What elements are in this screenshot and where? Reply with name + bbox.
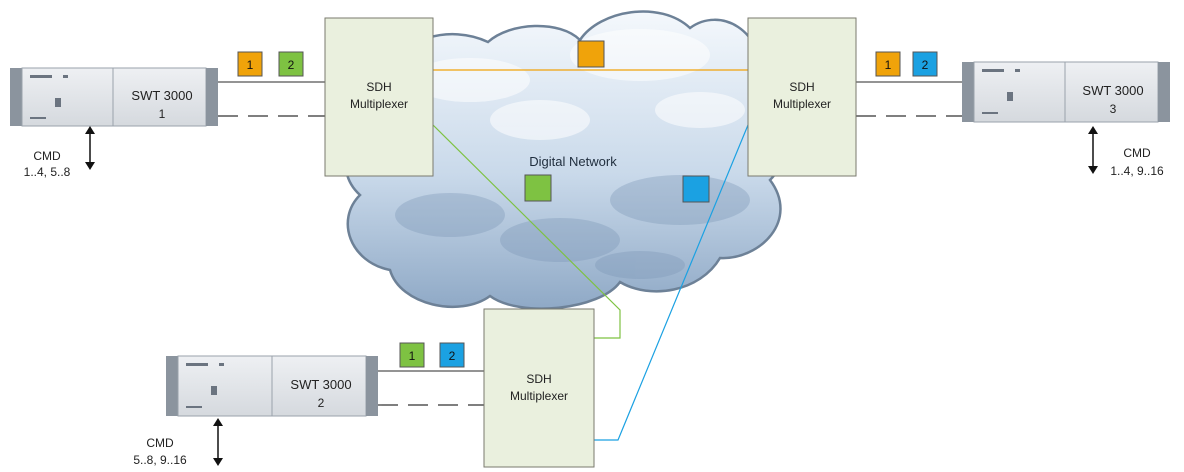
blue-link-line — [594, 124, 749, 441]
swt3000-device-3[interactable]: SWT 3000 3 — [962, 61, 1170, 123]
mux-3-label-line2: Multiplexer — [773, 97, 831, 111]
orange-channel-square — [577, 40, 605, 68]
channel-box-orange — [875, 51, 901, 77]
channel-box-blue — [439, 342, 465, 368]
swt1-name: SWT 3000 — [131, 88, 192, 103]
swt1-cmd-range: 1..4, 5..8 — [24, 165, 71, 179]
channel-box-green — [399, 342, 425, 368]
swt2-channel-boxes: 1 2 — [399, 342, 465, 368]
swt1-cmd-arrow — [85, 126, 95, 170]
digital-network-cloud: Digital Network — [344, 10, 790, 310]
swt2-cmd-arrow — [213, 418, 223, 466]
swt3-number: 3 — [1110, 102, 1117, 116]
green-link-line — [432, 124, 621, 339]
sdh-multiplexer-1[interactable]: SDH Multiplexer — [324, 17, 434, 177]
swt3-channel-boxes: 1 2 — [875, 51, 938, 77]
channel-box-orange — [237, 51, 263, 77]
channel-box-blue — [912, 51, 938, 77]
swt2-cmd-label: CMD — [146, 436, 174, 450]
swt2-number: 2 — [318, 396, 325, 410]
mux-3-label-line1: SDH — [789, 80, 814, 94]
swt3000-device-1[interactable]: SWT 3000 1 — [10, 67, 218, 127]
mux-2-label-line2: Multiplexer — [510, 389, 568, 403]
mux-1-label-line1: SDH — [366, 80, 391, 94]
mux-1-label-line2: Multiplexer — [350, 97, 408, 111]
channel-box-label: 2 — [288, 58, 295, 72]
swt3-cmd-label: CMD — [1123, 146, 1151, 160]
swt1-number: 1 — [159, 107, 166, 121]
swt2-name: SWT 3000 — [290, 377, 351, 392]
connection-lines — [432, 69, 749, 441]
sdh-multiplexer-3[interactable]: SDH Multiplexer — [747, 17, 857, 177]
swt3-cmd-arrow — [1088, 126, 1098, 174]
channel-box-green — [278, 51, 304, 77]
green-channel-square — [524, 174, 552, 202]
sdh-multiplexer-2[interactable]: SDH Multiplexer — [483, 308, 595, 468]
channel-box-label: 2 — [922, 58, 929, 72]
mux-2-label-line1: SDH — [526, 372, 551, 386]
channel-box-label: 2 — [449, 349, 456, 363]
swt3000-device-2[interactable]: SWT 3000 2 — [166, 355, 378, 417]
swt1-cmd-label: CMD — [33, 149, 61, 163]
channel-box-label: 1 — [247, 58, 254, 72]
swt3-cmd-range: 1..4, 9..16 — [1110, 164, 1164, 178]
cloud-label: Digital Network — [529, 154, 617, 169]
swt3-name: SWT 3000 — [1082, 83, 1143, 98]
swt1-channel-boxes: 1 2 — [237, 51, 304, 77]
channel-box-label: 1 — [885, 58, 892, 72]
swt2-cmd-range: 5..8, 9..16 — [133, 453, 187, 467]
channel-box-label: 1 — [409, 349, 416, 363]
blue-channel-square — [682, 175, 710, 203]
